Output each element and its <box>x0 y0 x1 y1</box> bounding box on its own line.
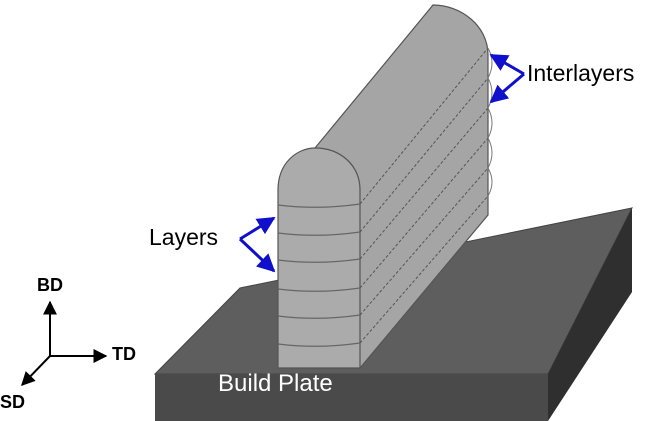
layers-arrows <box>238 216 276 273</box>
interlayers-label: Interlayers <box>527 60 635 86</box>
bd-axis-label: BD <box>37 275 63 295</box>
layers-arrow-up <box>239 216 276 241</box>
sd-axis-arrow <box>21 355 51 387</box>
deposited-wall <box>277 4 489 369</box>
interlayers-arrow-down <box>489 72 525 104</box>
interlayers-arrows <box>489 53 525 104</box>
sd-axis-label: SD <box>0 392 26 412</box>
build-plate-side <box>548 208 632 421</box>
interlayer-lines <box>359 47 489 344</box>
layers-arrow-down <box>238 237 276 273</box>
layers-label: Layers <box>149 224 219 250</box>
coordinate-axes <box>21 300 108 387</box>
wall-end-face <box>277 147 361 369</box>
build-plate-front <box>155 374 548 421</box>
build-plate-label: Build Plate <box>218 370 333 397</box>
layer-seams <box>277 203 361 347</box>
interlayers-arrow-up <box>489 53 525 76</box>
td-axis-label: TD <box>112 344 136 364</box>
